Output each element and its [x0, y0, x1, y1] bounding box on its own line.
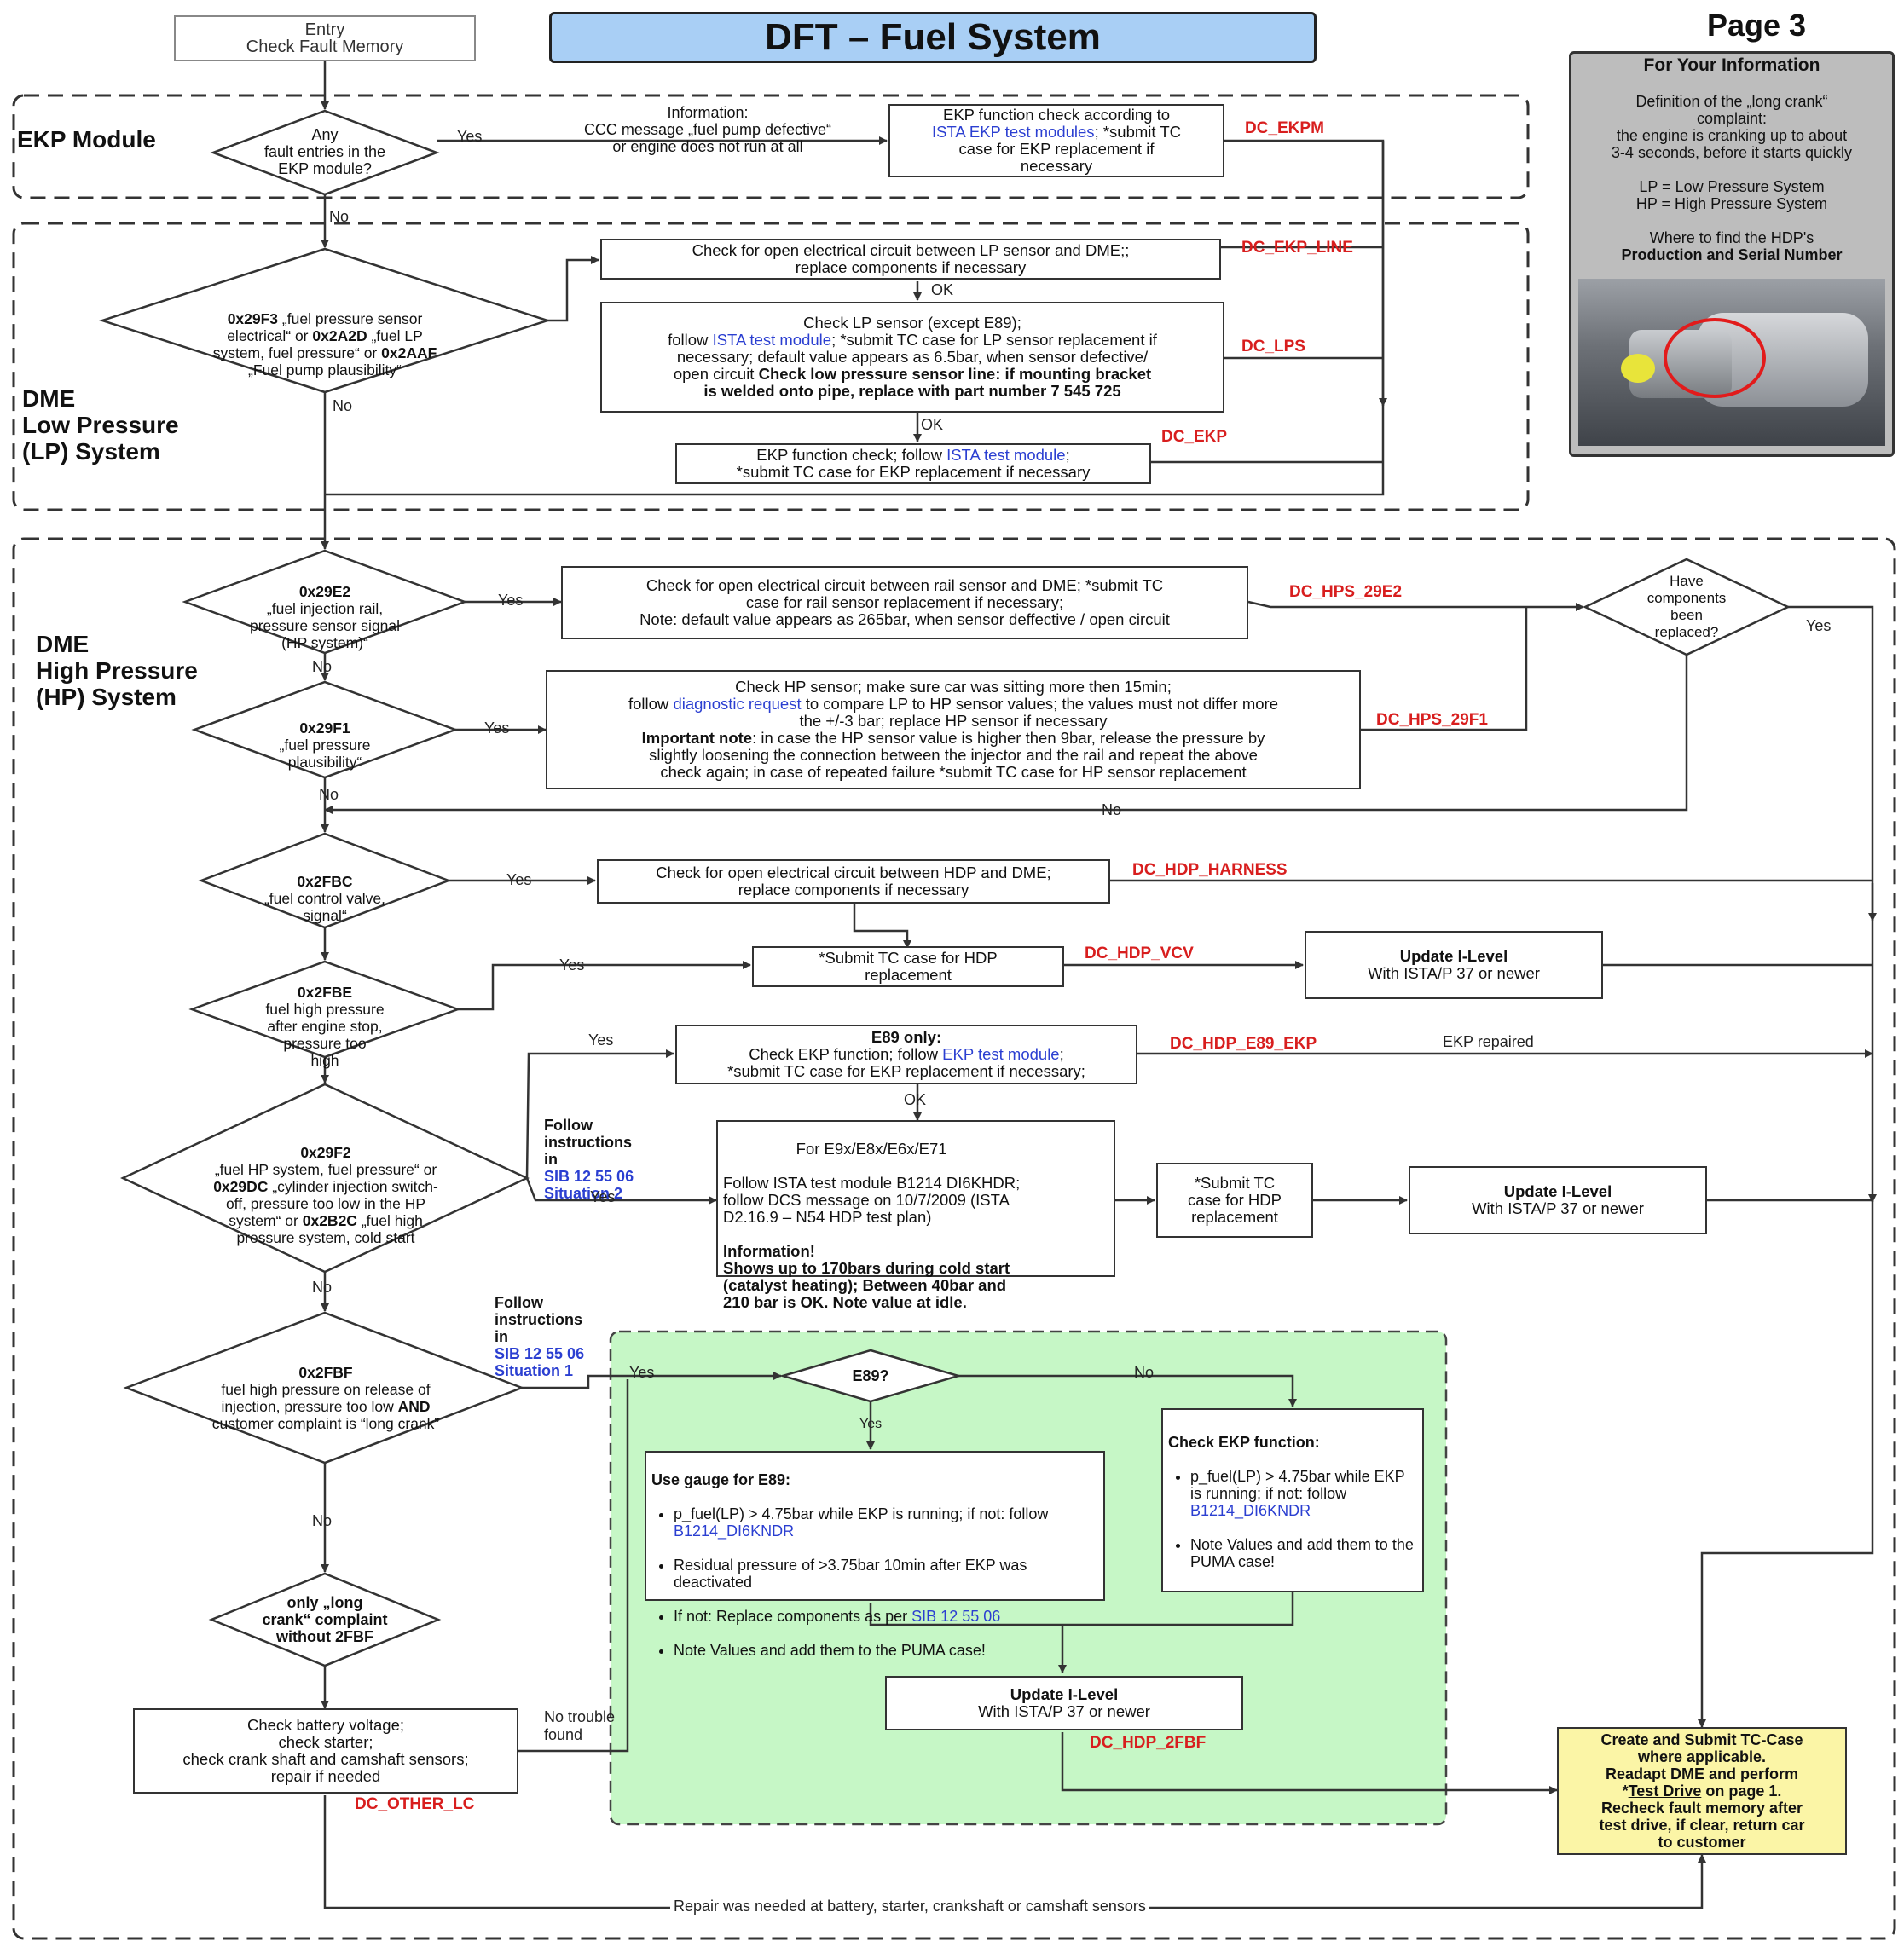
gauge-e89-box: Use gauge for E89: p_fuel(LP) > 4.75bar … — [645, 1451, 1105, 1659]
decision-replaced-text: Have components been replaced? — [1646, 573, 1727, 640]
hp-sensor-check-box: Check HP sensor; make sure car was sitti… — [546, 670, 1361, 789]
lp-line-check-box: Check for open electrical circuit betwee… — [600, 239, 1221, 280]
edge-yes-2fbc: Yes — [506, 871, 532, 888]
edge-yes-29f2-top: Yes — [588, 1031, 614, 1049]
hdp-tc-box-2: *Submit TC case for HDP replacement — [1156, 1163, 1313, 1238]
decision-lp-text: 0x29F3 „fuel pressure sensor electrical“… — [212, 310, 437, 378]
page-title: DFT – Fuel System — [765, 16, 1101, 58]
edge-no-trouble: No trouble found — [544, 1708, 616, 1743]
decision-e89-text: E89? — [852, 1367, 889, 1384]
ccc-info-note: Information: CCC message „fuel pump defe… — [583, 104, 832, 155]
entry-text: Entry Check Fault Memory — [246, 20, 404, 56]
edge-yes-29e2: Yes — [498, 592, 524, 609]
code-dc-hps-29e2: DC_HPS_29E2 — [1289, 583, 1403, 601]
code-dc-hps-29f1: DC_HPS_29F1 — [1376, 711, 1488, 729]
edge-yes-29f1: Yes — [484, 719, 510, 737]
decision-ekp-text: Any fault entries in the EKP module? — [263, 126, 386, 177]
code-dc-ekp: DC_EKP — [1161, 428, 1228, 446]
info-hdp-serial: Production and Serial Number — [1621, 246, 1843, 263]
decision-29f1-text: 0x29F1„fuel pressure plausibility“ — [279, 719, 371, 771]
hdp-photo — [1578, 279, 1885, 446]
code-dc-hdp-2fbf: DC_HDP_2FBF — [1090, 1734, 1207, 1752]
e89-only-box: E89 only: Check EKP function; follow EKP… — [675, 1025, 1137, 1084]
decision-long-crank-text: only „long crank“ complaint without 2FBF — [262, 1594, 388, 1645]
final-tc-case-box: Create and Submit TC-Case where applicab… — [1557, 1727, 1847, 1855]
edge-repair-needed: Repair was needed at battery, starter, c… — [670, 1898, 1149, 1915]
edge-yes-e89: Yes — [859, 1417, 883, 1431]
section-ekp-module: EKP Module — [17, 126, 156, 153]
code-dc-hdp-vcv: DC_HDP_VCV — [1085, 945, 1194, 962]
edge-no-29f1: No — [319, 786, 339, 803]
info-definition: Definition of the „long crank“ complaint… — [1611, 93, 1853, 161]
edge-ekp-repaired: EKP repaired — [1443, 1033, 1534, 1050]
code-dc-lps: DC_LPS — [1241, 338, 1305, 355]
edge-no-2fbf: No — [312, 1512, 333, 1529]
edge-yes-2fbe: Yes — [559, 956, 585, 973]
hp-system-frame — [12, 537, 1896, 1940]
ekp-function-check-lp-box: EKP function check; follow ISTA test mod… — [675, 443, 1151, 484]
ekp-function-check-box: EKP function check according to ISTA EKP… — [888, 104, 1224, 177]
lp-system-frame — [12, 222, 1530, 511]
edge-ok-1: OK — [931, 281, 954, 298]
edge-yes-ekp: Yes — [457, 128, 483, 145]
rail-sensor-check-box: Check for open electrical circuit betwee… — [561, 566, 1248, 639]
e9x-test-plan-box: For E9x/E8x/E6x/E71 Follow ISTA test mod… — [716, 1120, 1115, 1311]
code-dc-hdp-harness: DC_HDP_HARNESS — [1132, 861, 1288, 879]
edge-yes-2fbf: Yes — [629, 1364, 655, 1381]
edge-no-replaced: No — [1102, 801, 1122, 818]
hdp-tc-box: *Submit TC case for HDP replacement — [752, 946, 1064, 987]
info-abbrev: LP = Low Pressure System HP = High Press… — [1635, 178, 1828, 212]
edge-no-29e2: No — [312, 658, 333, 675]
entry-box: Entry Check Fault Memory — [174, 15, 476, 61]
section-hp-system: DME High Pressure (HP) System — [36, 631, 198, 710]
edge-ok-2: OK — [921, 416, 944, 433]
hdp-harness-check-box: Check for open electrical circuit betwee… — [597, 859, 1110, 904]
ekp-module-frame — [12, 94, 1530, 199]
info-hdp-where: Where to find the HDP's — [1649, 229, 1814, 246]
title-banner: DFT – Fuel System — [549, 12, 1317, 63]
code-dc-hdp-e89-ekp: DC_HDP_E89_EKP — [1170, 1035, 1317, 1053]
ekp-function-e89-box: Check EKP function: p_fuel(LP) > 4.75bar… — [1161, 1408, 1424, 1592]
edge-no-lp: No — [333, 397, 353, 414]
serial-number-highlight — [1664, 318, 1766, 398]
code-dc-ekpm: DC_EKPM — [1245, 119, 1324, 137]
info-header: For Your Information — [1643, 55, 1820, 75]
edge-yes-replaced: Yes — [1806, 617, 1832, 634]
edge-no-e89: No — [1134, 1364, 1155, 1381]
edge-yes-29f2-bottom: Yes — [590, 1188, 616, 1205]
decision-29e2-text: 0x29E2„fuel injection rail, pressure sen… — [249, 583, 401, 651]
section-lp-system: DME Low Pressure (LP) System — [22, 385, 179, 465]
edge-no-29f2: No — [312, 1279, 333, 1296]
decision-29f2-text: 0x29F2„fuel HP system, fuel pressure“ or… — [213, 1144, 438, 1246]
info-panel: For Your Information Definition of the „… — [1569, 51, 1895, 457]
page-number: Page 3 — [1706, 8, 1807, 43]
decision-2fbc-text: 0x2FBC„fuel control valve, signal“ — [263, 873, 385, 924]
code-dc-other-lc: DC_OTHER_LC — [355, 1795, 475, 1813]
lp-sensor-check-box: Check LP sensor (except E89); follow IST… — [600, 302, 1224, 413]
battery-check-box: Check battery voltage; check starter; ch… — [133, 1708, 518, 1794]
code-dc-ekp-line: DC_EKP_LINE — [1241, 239, 1353, 257]
edge-ok-3: OK — [904, 1091, 927, 1108]
edge-no-ekp: No — [329, 208, 350, 225]
